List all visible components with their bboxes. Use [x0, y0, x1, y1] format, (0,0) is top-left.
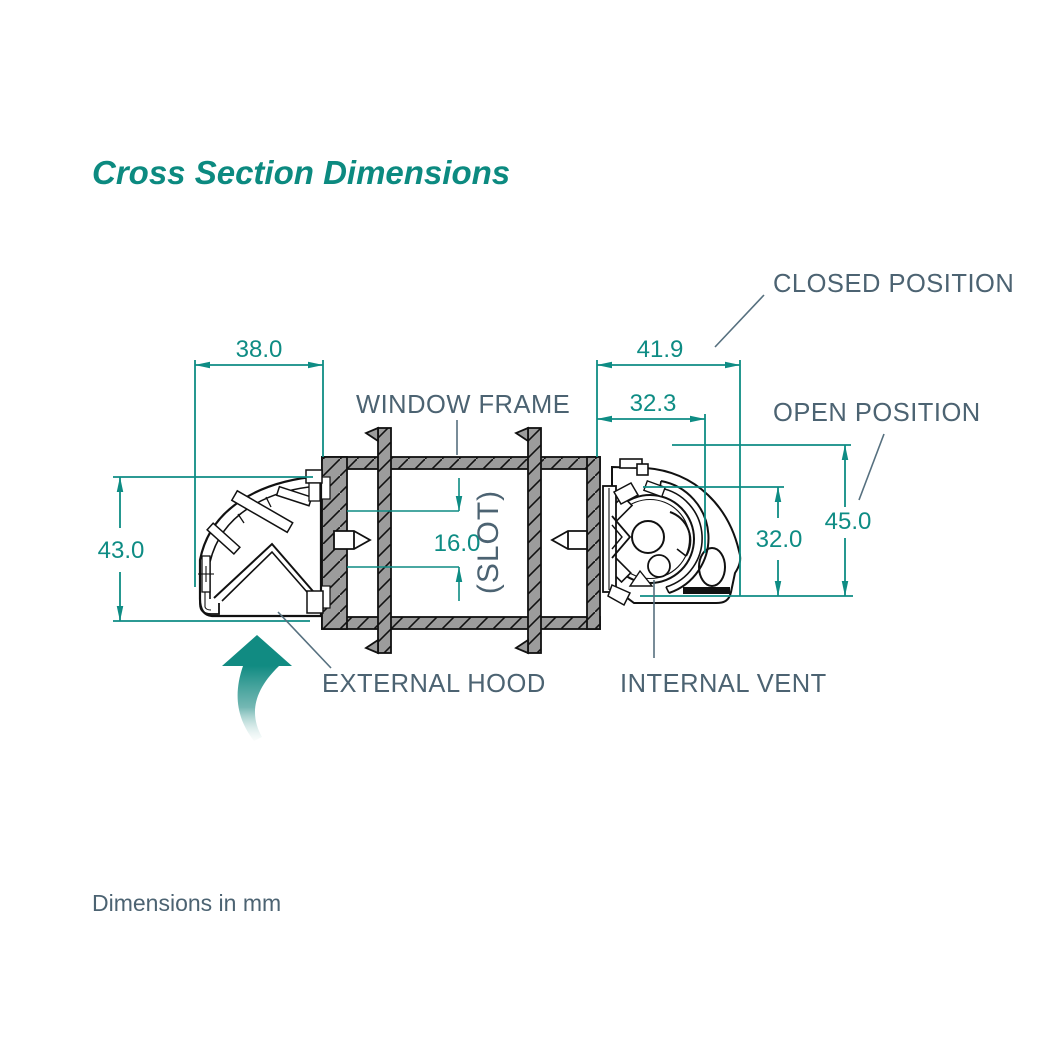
screw-port-left	[333, 530, 372, 550]
dim-value-45: 45.0	[825, 508, 872, 535]
hood-louver-3	[206, 522, 241, 555]
hood-outer-profile	[198, 474, 323, 618]
vent-oval-hole	[698, 547, 726, 587]
vent-chevron-inner	[611, 524, 623, 550]
dim-value-38: 38.0	[236, 336, 283, 363]
label-open-position: OPEN POSITION	[773, 399, 981, 427]
vent-track-inner	[659, 487, 703, 588]
frame-top-band	[321, 456, 601, 470]
page-title: Cross Section Dimensions	[92, 154, 510, 191]
vent-track-cap-bottom	[665, 586, 670, 594]
dim-hood-width	[194, 360, 324, 587]
label-slot: (SLOT)	[472, 490, 505, 594]
dimension-values: 38.0 41.9 32.3 43.0 16.0 32.0 45.0	[98, 336, 872, 564]
dimension-annotations	[113, 360, 853, 622]
vent-clip-top	[612, 482, 640, 505]
hood-louver-1	[230, 489, 294, 534]
leader-open-position	[858, 433, 885, 501]
leader-closed-position	[714, 294, 765, 348]
dim-closed-projection	[596, 360, 741, 596]
frame-mullion-1	[377, 427, 392, 654]
leader-lines	[277, 294, 885, 669]
dim-hood-height	[113, 476, 313, 622]
hood-rib-1	[265, 496, 272, 508]
external-hood-drawing	[198, 469, 324, 618]
dim-value-32-3: 32.3	[630, 390, 677, 417]
label-window-frame: WINDOW FRAME	[356, 391, 570, 419]
mullion-2-top-barb	[514, 426, 529, 443]
dim-value-16: 16.0	[434, 530, 481, 557]
frame-right-wall	[586, 456, 601, 630]
vent-hub	[631, 520, 665, 554]
dim-value-41-9: 41.9	[637, 336, 684, 363]
mullion-1-bottom-barb	[364, 638, 379, 655]
dim-open-projection	[596, 414, 706, 553]
vent-cam-hook-tick	[676, 548, 687, 557]
hood-bottom-clip	[306, 590, 324, 614]
hood-deflector-inner	[221, 550, 315, 602]
vent-hub-small	[647, 554, 671, 578]
hood-top-clip-2	[308, 482, 321, 502]
mullion-1-top-barb	[364, 426, 379, 443]
dim-value-43: 43.0	[98, 537, 145, 564]
note-dimensions-in-mm: Dimensions in mm	[92, 890, 281, 916]
hood-rib-2	[237, 513, 245, 524]
window-frame-drawing	[320, 426, 601, 655]
airflow-up-arrow-icon	[222, 635, 292, 741]
internal-vent-drawing	[602, 458, 742, 607]
vent-top-tab-2	[636, 463, 649, 476]
vent-lobe-upper	[642, 479, 667, 498]
frame-bottom-band	[321, 616, 601, 630]
text-labels: CLOSED POSITION OPEN POSITION WINDOW FRA…	[92, 270, 1014, 916]
dim-vent-total-height	[640, 444, 853, 597]
dim-slot-height	[347, 478, 463, 601]
label-internal-vent: INTERNAL VENT	[620, 670, 827, 698]
label-closed-position: CLOSED POSITION	[773, 270, 1014, 298]
dim-vent-open-height	[643, 486, 784, 597]
frame-mullion-2	[527, 427, 542, 654]
screw-port-right	[550, 530, 588, 550]
vent-chevron-outer	[611, 515, 632, 559]
vent-wedge	[628, 569, 654, 587]
leader-external-hood	[277, 611, 332, 669]
airflow-arrow-head	[222, 635, 292, 666]
dim-value-32: 32.0	[756, 526, 803, 553]
hood-drip-hook-inner	[204, 591, 212, 611]
vent-cam-hook	[669, 511, 692, 557]
label-external-hood: EXTERNAL HOOD	[322, 670, 546, 698]
vent-track-outer	[660, 480, 710, 594]
hood-inner-arc	[209, 485, 320, 599]
hood-drip-hook	[199, 591, 220, 615]
vent-clip-bottom	[607, 583, 632, 607]
vent-slot-bar	[683, 587, 730, 594]
hood-deflector-outer	[213, 542, 319, 599]
airflow-arrow-stem	[237, 666, 279, 741]
mullion-2-bottom-barb	[514, 638, 529, 655]
